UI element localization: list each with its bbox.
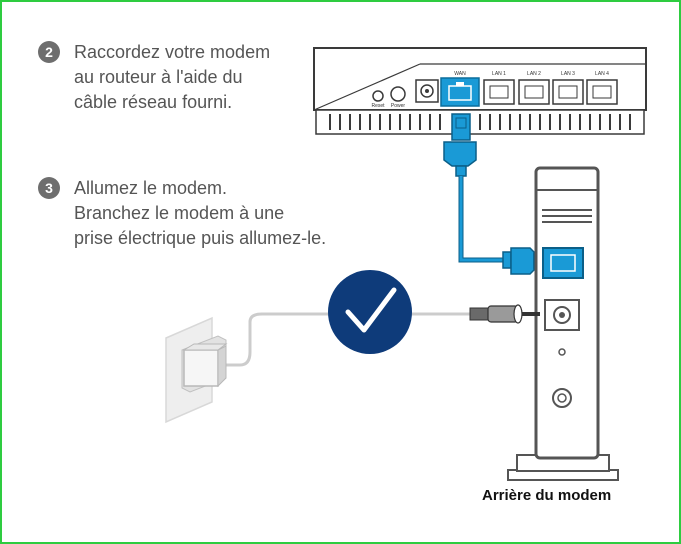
router: Reset Power WAN LAN 1 LAN 2 LAN 3 LAN 4 <box>313 47 647 135</box>
lan-4-label: LAN 4 <box>595 71 609 77</box>
ethernet-cable <box>458 176 505 263</box>
ethernet-plug-router <box>443 113 477 177</box>
lan-ports <box>483 79 618 105</box>
success-check <box>328 270 412 354</box>
modem-reset-hole-icon <box>558 348 566 356</box>
step-line: Allumez le modem. <box>74 178 228 198</box>
step-number-badge: 2 <box>38 41 60 63</box>
wan-label: WAN <box>454 71 466 77</box>
lan-3-label: LAN 3 <box>561 71 575 77</box>
modem <box>507 166 619 481</box>
step-3: 3 Allumez le modem. Branchez le modem à … <box>38 176 326 251</box>
step-text: Raccordez votre modem au routeur à l'aid… <box>74 40 270 115</box>
modem-caption: Arrière du modem <box>482 487 612 504</box>
step-line: câble réseau fourni. <box>74 92 233 112</box>
step-line: prise électrique puis allumez-le. <box>74 228 327 248</box>
dc-plug <box>469 304 540 324</box>
reset-button-icon <box>372 90 384 102</box>
step-line: au routeur à l'aide du <box>74 67 243 87</box>
power-label: Power <box>391 103 406 109</box>
lan-2-label: LAN 2 <box>527 71 541 77</box>
power-button-icon <box>390 86 406 102</box>
reset-label: Reset <box>371 103 385 109</box>
step-2: 2 Raccordez votre modem au routeur à l'a… <box>38 40 270 115</box>
lan-1-label: LAN 1 <box>492 71 506 77</box>
power-cable <box>216 312 472 367</box>
step-number-badge: 3 <box>38 177 60 199</box>
step-line: Branchez le modem à une <box>74 203 285 223</box>
step-text: Allumez le modem. Branchez le modem à un… <box>74 176 326 251</box>
router-vents <box>329 114 631 130</box>
step-line: Raccordez votre modem <box>74 42 271 62</box>
modem-coax-port-icon <box>552 388 572 408</box>
wall-outlet <box>165 316 228 424</box>
checkmark-icon <box>345 287 397 333</box>
